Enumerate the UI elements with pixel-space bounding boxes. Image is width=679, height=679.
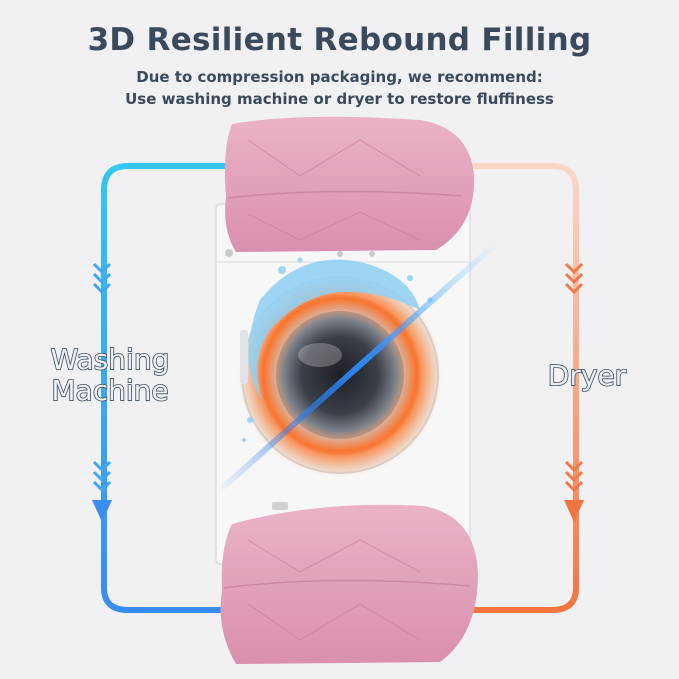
chevron-down-icon xyxy=(92,262,112,493)
arrow-down-icon xyxy=(564,500,584,522)
dryer-loop-line xyxy=(459,163,579,613)
water-splash xyxy=(242,257,433,442)
washing-label-line-2: Machine xyxy=(51,374,170,407)
page-title: 3D Resilient Rebound Filling xyxy=(87,22,592,58)
subtitle-line-2: Use washing machine or dryer to restore … xyxy=(125,90,554,108)
folded-comforter-top xyxy=(224,116,475,252)
subtitle-line-1: Due to compression packaging, we recomme… xyxy=(136,68,543,86)
chevron-down-icon xyxy=(564,262,584,493)
washing-machine-label: Washing Machine xyxy=(30,343,190,407)
light-beam xyxy=(215,237,503,495)
washing-loop-line xyxy=(101,163,239,613)
folded-comforter-bottom xyxy=(220,504,478,664)
arrow-down-icon xyxy=(92,500,112,522)
dryer-label: Dryer xyxy=(547,359,627,392)
washing-label-line-1: Washing xyxy=(50,343,170,376)
